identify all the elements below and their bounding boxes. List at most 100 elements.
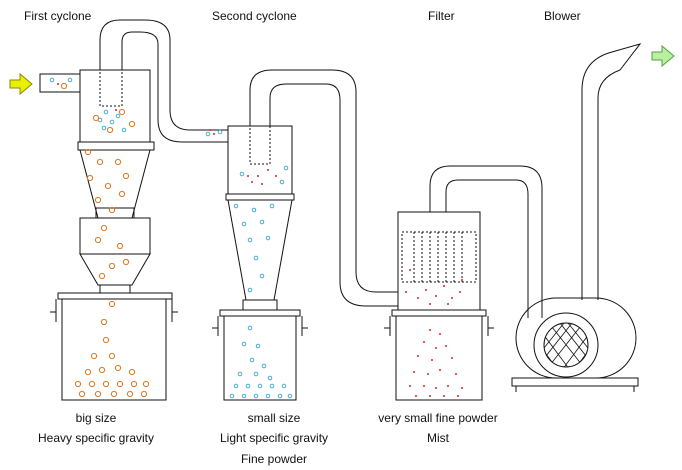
big-particle xyxy=(60,82,68,90)
small-particle xyxy=(253,255,259,261)
small-particle xyxy=(121,127,127,133)
small-particle xyxy=(265,393,271,399)
small-particle xyxy=(257,383,263,389)
big-particle xyxy=(88,380,96,388)
fine-particle xyxy=(115,109,117,111)
fine-particle xyxy=(247,175,249,177)
small-particle xyxy=(233,203,239,209)
fine-particle xyxy=(461,279,463,281)
big-particle xyxy=(122,172,130,180)
small-particle xyxy=(269,203,275,209)
big-particle xyxy=(116,242,124,250)
fine-particle xyxy=(435,347,437,349)
big-particle xyxy=(108,206,116,214)
second-caption-size: small size xyxy=(247,411,301,425)
big-particle xyxy=(96,158,104,166)
big-particle xyxy=(116,380,124,388)
big-particle xyxy=(78,390,86,398)
small-particle xyxy=(241,393,247,399)
small-particle xyxy=(103,109,109,115)
big-particle xyxy=(110,390,118,398)
filter-caption-mist: Mist xyxy=(427,431,449,445)
fine-particle xyxy=(439,369,441,371)
fine-particle xyxy=(425,289,427,291)
fine-particle xyxy=(435,295,437,297)
fine-particle xyxy=(209,129,211,131)
fine-particle xyxy=(417,297,419,299)
big-particle xyxy=(86,174,94,182)
small-particle xyxy=(259,219,265,225)
big-particle xyxy=(114,364,122,372)
big-particle xyxy=(128,368,136,376)
fine-particle xyxy=(257,175,259,177)
fine-particle xyxy=(451,297,453,299)
big-particle xyxy=(118,108,126,116)
big-particle xyxy=(74,380,82,388)
first-caption-size: big size xyxy=(75,411,117,425)
second-caption-gravity: Light specific gravity xyxy=(219,431,329,445)
fine-particle xyxy=(435,387,437,389)
small-particle xyxy=(287,393,293,399)
fine-particle xyxy=(409,269,411,271)
big-particle xyxy=(94,236,102,244)
fine-particle xyxy=(429,329,431,331)
fine-particle xyxy=(455,373,457,375)
small-particle xyxy=(279,179,285,185)
fine-particle xyxy=(431,359,433,361)
fine-particle xyxy=(427,373,429,375)
fine-particle xyxy=(409,385,411,387)
filter-heading: Filter xyxy=(428,9,455,23)
big-particle xyxy=(104,182,112,190)
small-particle xyxy=(251,207,257,213)
small-particle xyxy=(253,393,259,399)
small-particle xyxy=(255,343,261,349)
big-particle xyxy=(84,148,92,156)
duct-first-to-second xyxy=(99,19,228,143)
fine-particle xyxy=(413,371,415,373)
big-particle xyxy=(114,158,122,166)
small-particle xyxy=(253,371,259,377)
big-particle xyxy=(98,272,106,280)
fine-particle xyxy=(429,395,431,397)
big-particle xyxy=(98,366,106,374)
small-particle xyxy=(101,125,107,131)
big-particle xyxy=(102,336,110,344)
big-particle xyxy=(122,258,130,266)
big-particle xyxy=(118,190,126,198)
small-particle xyxy=(241,341,247,347)
first-cyclone xyxy=(50,69,178,401)
small-particle xyxy=(247,325,253,331)
blower-unit xyxy=(511,43,642,392)
big-particle xyxy=(100,224,108,232)
small-particle xyxy=(245,383,251,389)
inlet-arrow-icon xyxy=(9,72,33,96)
fine-particle xyxy=(251,181,253,183)
small-particle xyxy=(267,375,273,381)
small-particle xyxy=(115,113,121,119)
fine-particle xyxy=(57,83,59,85)
small-particle xyxy=(217,129,223,135)
fine-particle xyxy=(417,355,419,357)
small-particle xyxy=(109,119,115,125)
small-particle xyxy=(241,221,247,227)
fine-particle xyxy=(405,291,407,293)
fine-particle xyxy=(275,175,277,177)
blower-heading: Blower xyxy=(544,9,581,23)
big-particle xyxy=(108,352,116,360)
fine-particle xyxy=(439,333,441,335)
big-particle xyxy=(102,380,110,388)
fine-particle xyxy=(443,395,445,397)
small-particle xyxy=(229,393,235,399)
big-particle xyxy=(108,300,116,308)
outlet-arrow-icon xyxy=(651,44,675,68)
big-particle xyxy=(90,352,98,360)
fine-particle xyxy=(443,285,445,287)
fine-particle xyxy=(459,291,461,293)
small-particle xyxy=(239,171,245,177)
small-particle xyxy=(205,131,211,137)
big-particle xyxy=(130,380,138,388)
small-particle xyxy=(261,363,267,369)
fine-particle xyxy=(461,387,463,389)
fine-particle xyxy=(261,183,263,185)
